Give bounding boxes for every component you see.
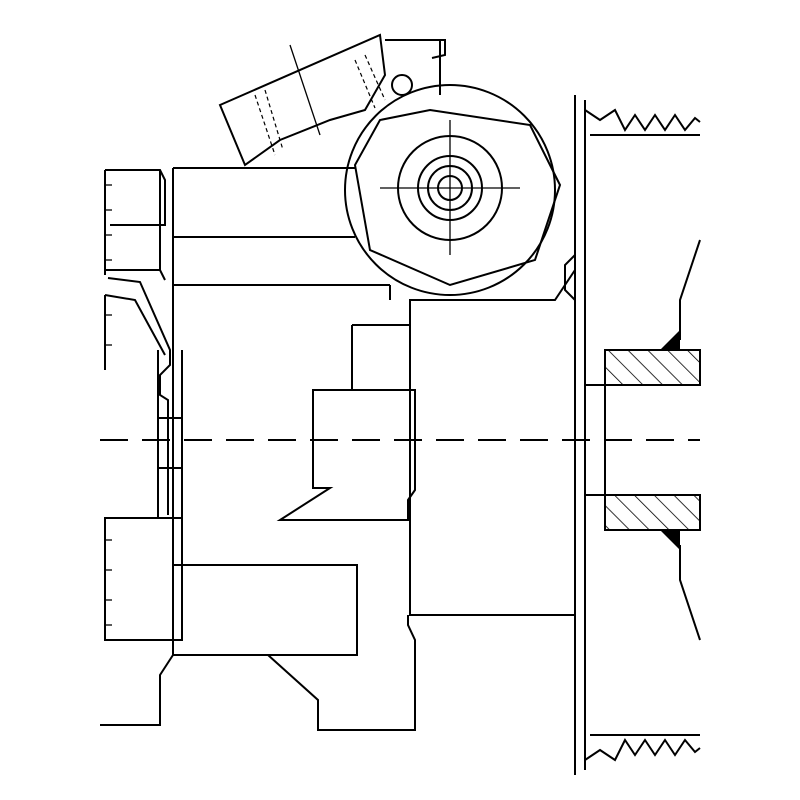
lever-arm	[218, 33, 446, 167]
pivot-hub	[344, 84, 562, 296]
pulley	[564, 95, 701, 775]
left-housing	[100, 169, 183, 726]
shaft	[585, 330, 701, 550]
main-body	[172, 167, 576, 731]
